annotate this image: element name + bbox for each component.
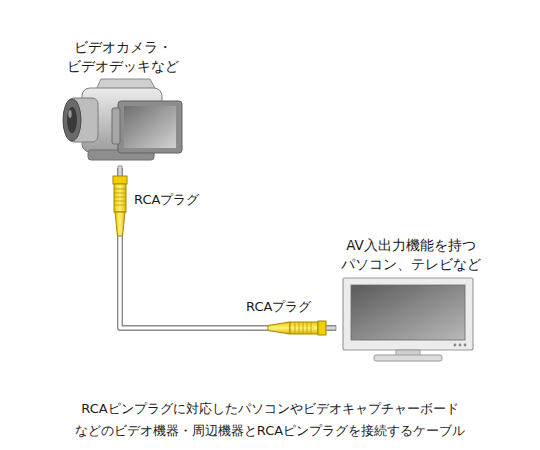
device-label: AV入出力機能を持つ パソコン、テレビなど [336, 236, 486, 274]
rca-plug [113, 166, 127, 236]
plug-label: RCAプラグ [244, 298, 313, 315]
cable-core [120, 168, 336, 328]
target-device: AV入出力機能を持つ パソコン、テレビなど [336, 234, 486, 364]
camcorder-illustration [63, 79, 182, 160]
cable-outline [120, 168, 336, 328]
av-cable [120, 168, 336, 328]
tv-illustration [343, 278, 473, 361]
rca-plug [268, 321, 336, 335]
device-label: ビデオカメラ・ ビデオデッキなど [56, 38, 190, 76]
plug-label: RCAプラグ [132, 191, 201, 208]
caption: RCAピンプラグに対応したパソコンやビデオキャプチャーボード などのビデオ機器・… [50, 398, 490, 442]
source-device: ビデオカメラ・ ビデオデッキなど [56, 36, 190, 168]
